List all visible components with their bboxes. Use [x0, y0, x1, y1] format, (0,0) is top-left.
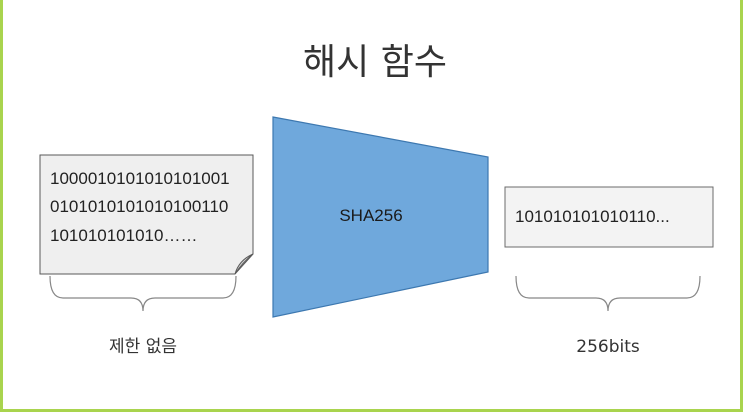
input-line: 0101010101010100110: [50, 197, 228, 216]
input-line: 1000010101010101001: [50, 169, 230, 188]
output-box: 101010101010110...: [504, 186, 714, 248]
output-box-shape: [504, 186, 714, 248]
output-label: 256bits: [576, 337, 640, 357]
input-box-shape: [39, 154, 254, 275]
output-brace: [515, 275, 701, 312]
folded-corner: [234, 253, 254, 275]
input-line: 101010101010……: [50, 226, 197, 245]
diagram-title: 해시 함수: [303, 42, 447, 83]
input-box: 1000010101010101001 0101010101010100110 …: [39, 154, 254, 275]
hash-function-label: SHA256: [339, 206, 402, 225]
input-brace: [49, 275, 237, 312]
output-value: 101010101010110...: [515, 207, 670, 226]
hash-function-diagram: 해시 함수 1000010101010101001 01010101010101…: [39, 42, 714, 357]
input-label: 제한 없음: [109, 337, 177, 357]
hash-function-shape: [272, 116, 489, 318]
hash-function-block: SHA256: [272, 116, 489, 318]
